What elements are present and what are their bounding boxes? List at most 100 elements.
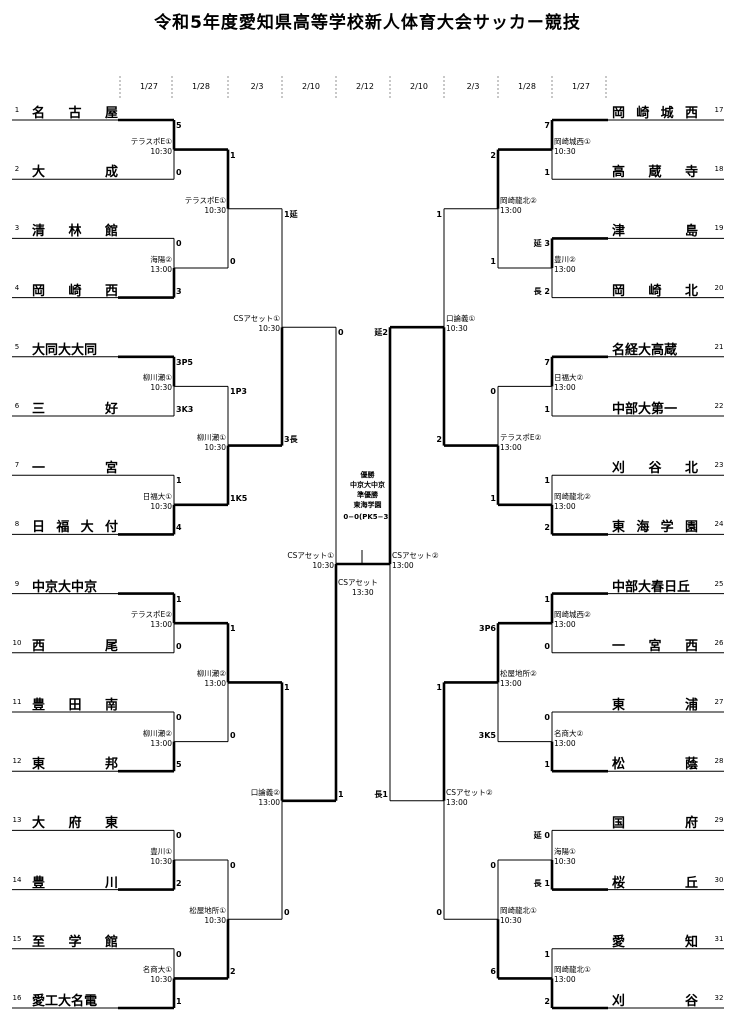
score-bottom: 3	[176, 286, 182, 296]
score-bottom: 1	[338, 789, 344, 799]
team-name-char: 至	[32, 934, 46, 950]
team-name-char: 屋	[104, 106, 118, 121]
team-number: 17	[714, 106, 724, 114]
score-top: 1	[436, 209, 442, 219]
team-name-char: 丘	[677, 579, 691, 595]
round-date: 1/28	[192, 82, 210, 91]
score-bottom: 1	[544, 760, 550, 770]
venue-label: CSアセット②	[446, 787, 493, 797]
match-time: 13:00	[554, 383, 576, 393]
round-date: 2/10	[410, 82, 428, 91]
match-time: 10:30	[258, 324, 280, 334]
team-number: 23	[714, 461, 724, 470]
runner-up-team: 東海学園	[353, 501, 382, 509]
team-name-char: 田	[68, 698, 82, 713]
score-bottom: 0	[544, 641, 550, 651]
team-name: 大同大大同大同大大同	[32, 339, 118, 358]
score-bottom: 2	[544, 997, 550, 1006]
team-name: 一宮一宮	[32, 457, 118, 476]
team-name: 愛工大名電愛工大名電	[32, 990, 118, 1009]
round-date: 2/3	[250, 82, 264, 91]
match-time: 10:30	[204, 916, 226, 926]
score-bottom: 0	[230, 730, 236, 740]
team-name-char: 東	[104, 816, 118, 832]
team-name-char: 古	[68, 106, 82, 121]
team-name: 東邦東邦	[32, 753, 118, 772]
team-name-char: 大	[58, 342, 72, 358]
match-time: 13:00	[446, 797, 468, 807]
team-name-char: 高	[651, 342, 665, 358]
champion-label: 優勝	[360, 471, 375, 479]
round-date: 1/27	[140, 82, 158, 91]
venue-label: 岡崎龍北①	[554, 965, 591, 975]
score-bottom: 5	[176, 760, 182, 770]
team-name: 岡崎北岡崎北	[612, 280, 698, 299]
team-number: 31	[714, 934, 724, 943]
score-bottom: 2	[176, 878, 182, 888]
match-time: 13:00	[150, 620, 172, 630]
score-top: 0	[490, 861, 496, 870]
team-number: 19	[714, 224, 724, 233]
team-name-char: 大	[71, 342, 85, 358]
team-number: 6	[14, 402, 20, 410]
score-bottom: 0	[176, 168, 182, 178]
match-time: 10:30	[150, 501, 172, 511]
match-time: 13:00	[554, 265, 576, 274]
team-name-char: 一	[664, 402, 678, 417]
venue-label: 日福大①	[142, 491, 172, 501]
team-name-char: 工	[45, 994, 59, 1009]
score-top: 延 0	[533, 831, 550, 841]
team-name-char: 一	[612, 638, 626, 654]
team-name-char: 西	[684, 106, 698, 121]
team-number: 11	[12, 698, 22, 706]
score-bottom: 2	[544, 523, 550, 533]
team-number: 8	[14, 520, 20, 529]
score-bottom: 1	[490, 493, 496, 503]
match-time: 13:00	[392, 561, 414, 570]
team-name: 中京大中京中京大中京	[32, 576, 118, 595]
venue-label: 柳川瀬②	[196, 669, 226, 679]
team-name-char: 島	[684, 224, 698, 240]
team-name-char: 寺	[684, 165, 698, 181]
match-time: 13:00	[554, 975, 576, 985]
score-bottom: 1	[544, 405, 550, 414]
team-number: 32	[714, 994, 724, 1002]
score-top: 1	[176, 476, 182, 486]
venue-label: 岡崎城西②	[554, 610, 591, 620]
final-venue: CSアセット	[338, 578, 378, 587]
venue-label: 日福大②	[554, 373, 584, 383]
team-name-char: 名	[32, 106, 46, 121]
venue-label: 口論義①	[446, 314, 476, 324]
team-name-char: 経	[625, 342, 639, 358]
match-time: 13:00	[500, 679, 522, 689]
team-name-char: 西	[104, 283, 118, 299]
team-name-char: 電	[84, 994, 98, 1009]
score-bottom: 2	[436, 434, 442, 444]
team-name-char: 浦	[684, 698, 698, 713]
venue-label: 豊川②	[554, 255, 576, 264]
team-name-char: 第	[651, 402, 665, 417]
team-name-char: 海	[636, 520, 650, 536]
team-name-char: 大	[58, 994, 72, 1009]
team-name: 高蔵寺高蔵寺	[612, 161, 698, 180]
team-name-char: 国	[612, 816, 626, 832]
score-top: 1	[436, 683, 442, 693]
team-name: 西尾西尾	[32, 635, 118, 654]
team-number: 20	[714, 283, 724, 292]
team-name: 松蔭松蔭	[612, 753, 698, 772]
team-name-char: 岡	[612, 106, 626, 121]
team-name-char: 崎	[68, 283, 82, 299]
team-name-char: 尾	[104, 638, 118, 654]
team-name-char: 三	[32, 402, 46, 417]
team-name-char: 館	[104, 934, 118, 950]
team-number: 9	[14, 579, 20, 588]
team-name-char: 大	[638, 402, 652, 417]
score-bottom: 0	[230, 257, 236, 266]
team-name-char: 蔭	[684, 757, 698, 773]
team-name-char: 林	[68, 224, 82, 240]
match-time: 10:30	[554, 857, 576, 866]
match-time: 10:30	[150, 857, 172, 866]
team-name-char: 同	[84, 342, 98, 358]
score-bottom: 1	[176, 997, 182, 1006]
